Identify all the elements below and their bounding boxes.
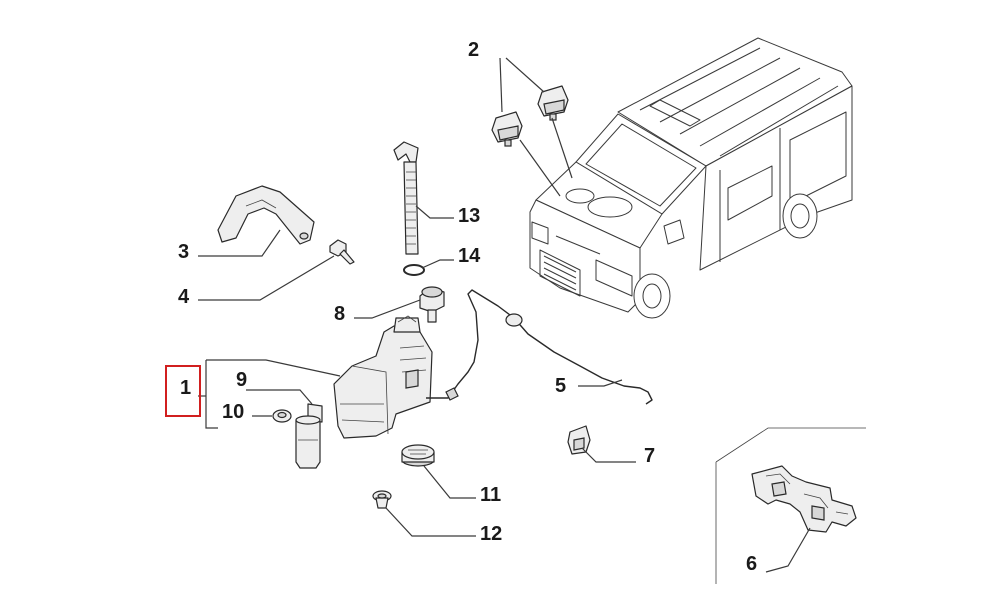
- callout-2: 2: [468, 39, 479, 61]
- highlight-box-callout-1: [165, 365, 201, 417]
- callout-1: 1: [180, 377, 191, 399]
- callout-9: 9: [236, 369, 247, 391]
- callout-5: 5: [555, 375, 566, 397]
- part-13-filler-neck: [393, 141, 419, 255]
- part-8-level-sensor: [419, 286, 445, 323]
- part-5-washer-hose: [426, 289, 653, 405]
- part-7-hose-clip: [567, 425, 591, 455]
- callout-6: 6: [746, 553, 757, 575]
- part-4-bolt: [329, 239, 355, 265]
- callout-7: 7: [644, 445, 655, 467]
- callout-12: 12: [480, 523, 502, 545]
- part-11-cap: [401, 444, 435, 467]
- part-14-o-ring: [403, 264, 425, 276]
- callout-8: 8: [334, 303, 345, 325]
- leader-lines: [198, 57, 811, 573]
- part-6-support-clip: [715, 427, 866, 584]
- callout-14: 14: [458, 245, 481, 267]
- callout-labels: 2 3 4 13 14 8 5 9 10 1 7 11 12 6: [178, 39, 757, 575]
- part-10-grommet: [272, 409, 292, 423]
- part-2-washer-nozzles: [491, 85, 569, 147]
- callout-3: 3: [178, 241, 189, 263]
- callout-10: 10: [222, 401, 244, 423]
- callout-13: 13: [458, 205, 480, 227]
- part-1-washer-reservoir: [333, 315, 433, 439]
- part-3-bracket: [217, 185, 315, 245]
- callout-4: 4: [178, 286, 190, 308]
- part-9-washer-pump: [295, 403, 323, 469]
- callout-11: 11: [480, 484, 501, 506]
- part-12-plug: [372, 490, 392, 509]
- van-illustration: [529, 37, 853, 319]
